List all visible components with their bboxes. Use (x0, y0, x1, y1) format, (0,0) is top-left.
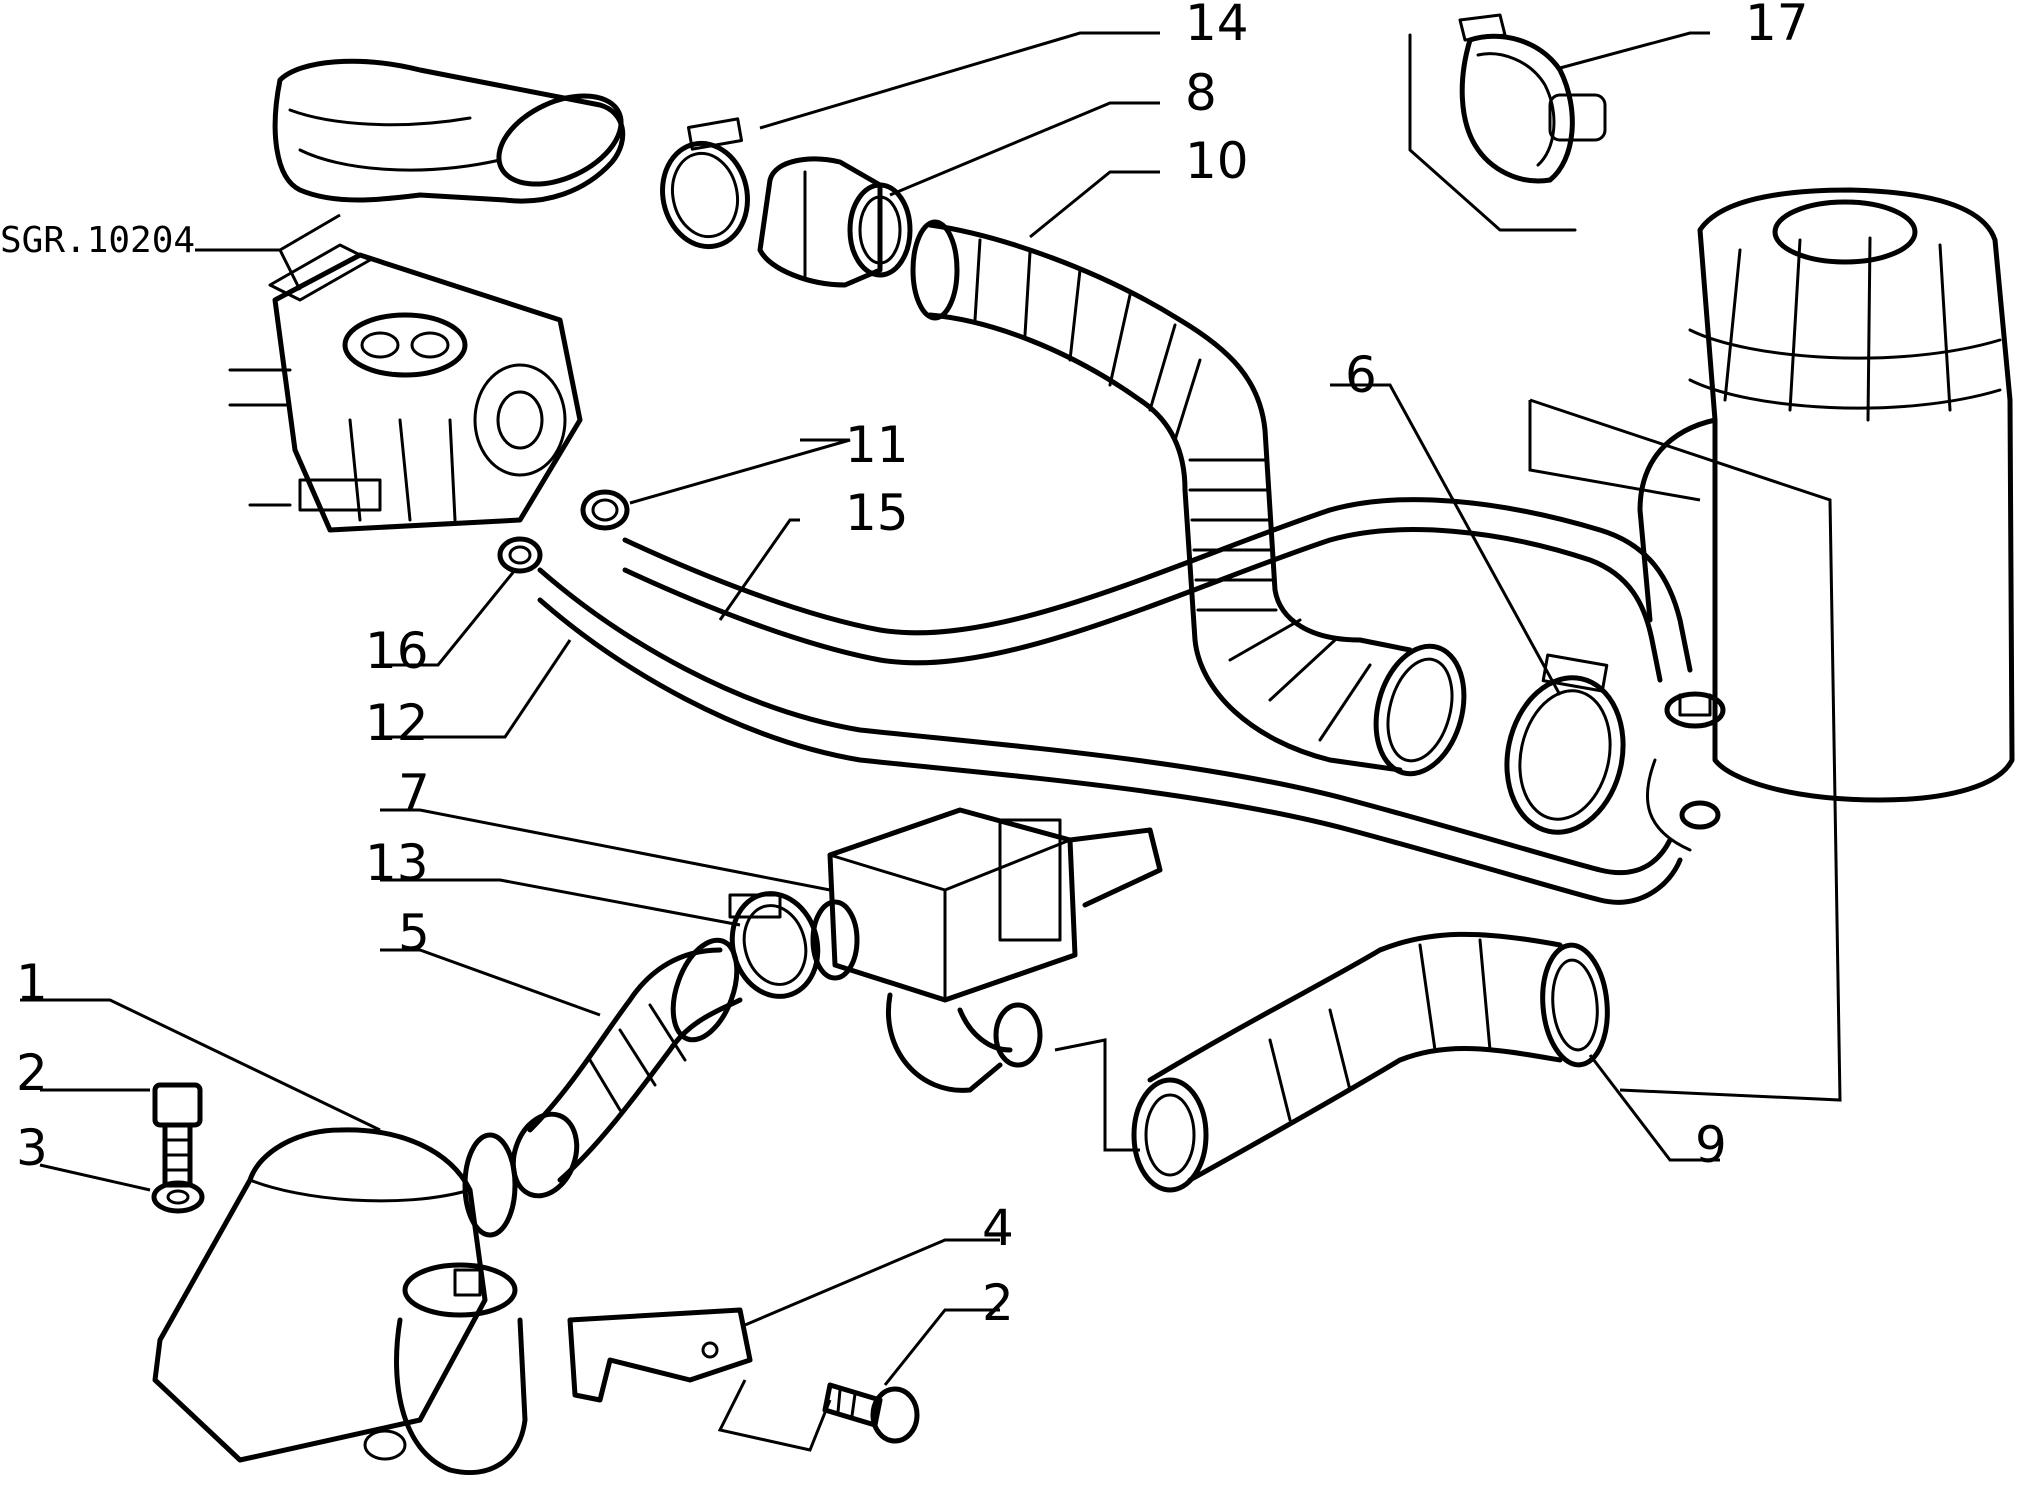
air-intake-scoop (272, 58, 626, 204)
callout-14: 14 (1185, 0, 1249, 52)
small-clamp-16 (497, 536, 543, 574)
callout-12: 12 (365, 694, 429, 752)
callout-6: 6 (1345, 346, 1377, 404)
hose-sleeve-8 (757, 156, 913, 288)
callout-9: 9 (1695, 1116, 1727, 1174)
callout-13: 13 (365, 834, 429, 892)
carburetor-assembly (228, 243, 583, 533)
bracket-4 (567, 1307, 753, 1403)
callout-11: 11 (845, 416, 909, 474)
leader-lines (20, 31, 1842, 1452)
callout-4: 4 (982, 1199, 1014, 1257)
callout-3: 3 (16, 1119, 48, 1177)
callout-2-upper: 2 (16, 1044, 48, 1102)
air-cleaner-body-1 (152, 1127, 528, 1476)
intake-hose-10 (910, 219, 1467, 777)
breather-hose-12 (537, 567, 1683, 905)
callout-17: 17 (1745, 0, 1809, 52)
callout-10: 10 (1185, 132, 1249, 190)
large-clamp-6 (1504, 653, 1626, 835)
callout-numbers: 14 8 10 17 6 11 15 16 12 7 13 5 1 2 3 9 … (16, 0, 1809, 1332)
callout-7: 7 (398, 764, 430, 822)
small-clamp-11 (580, 489, 630, 531)
callout-2-lower: 2 (982, 1274, 1014, 1332)
callout-5: 5 (398, 904, 430, 962)
reference-label: SGR.10204 (0, 220, 195, 261)
breather-hose-15 (622, 497, 1693, 683)
callout-8: 8 (1185, 64, 1217, 122)
housing-fitting (1645, 691, 1726, 852)
air-valve-7 (810, 807, 1163, 1093)
hose-clamp-14 (660, 117, 750, 250)
retaining-clip-17 (1408, 13, 1607, 232)
callout-16: 16 (365, 622, 429, 680)
air-filter-housing (1637, 187, 2015, 803)
callout-1: 1 (16, 954, 48, 1012)
bolt-2 (152, 1082, 203, 1188)
elbow-hose-9 (1131, 931, 1610, 1193)
bolt-2-lower (822, 1382, 920, 1444)
washer-3 (151, 1180, 205, 1214)
callout-15: 15 (845, 484, 909, 542)
corrugated-hose-5 (510, 937, 743, 1199)
